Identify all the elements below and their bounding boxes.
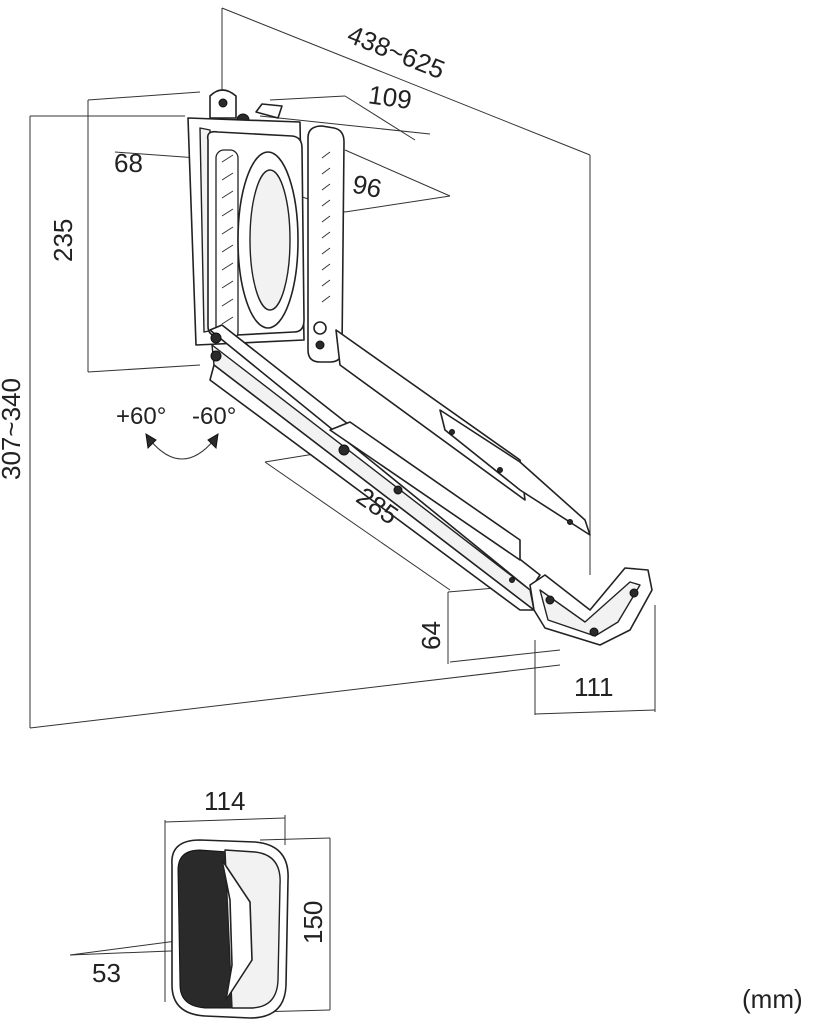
unit-label: (mm): [742, 984, 803, 1014]
dim-arm-length-range: 438~625: [343, 19, 449, 85]
front-plate: [307, 125, 345, 363]
dim-bracket-width: 109: [367, 79, 414, 115]
left-slot-column: [215, 149, 239, 341]
dim-hole-spacing-right: 96: [350, 169, 385, 204]
rotation-arrow: [145, 433, 219, 460]
dim-rotation-minus: -60°: [192, 403, 236, 430]
dim-rotation-plus: +60°: [116, 403, 166, 430]
wall-plate: [187, 89, 305, 346]
dim-hole-spacing-left: 68: [114, 148, 143, 178]
dim-plate-height: 235: [48, 219, 78, 262]
dim-clamp-height: 64: [416, 621, 446, 650]
dim-pad-height: 150: [298, 901, 328, 944]
dim-clamp-width: 111: [574, 672, 614, 702]
extension-arm: [209, 324, 591, 611]
dim-total-height-range: 307~340: [0, 378, 26, 480]
clamp-end: [529, 567, 653, 646]
dim-pad-depth: 53: [92, 958, 121, 988]
dim-pad-width: 114: [204, 786, 245, 816]
speaker-pad: [69, 815, 331, 1019]
